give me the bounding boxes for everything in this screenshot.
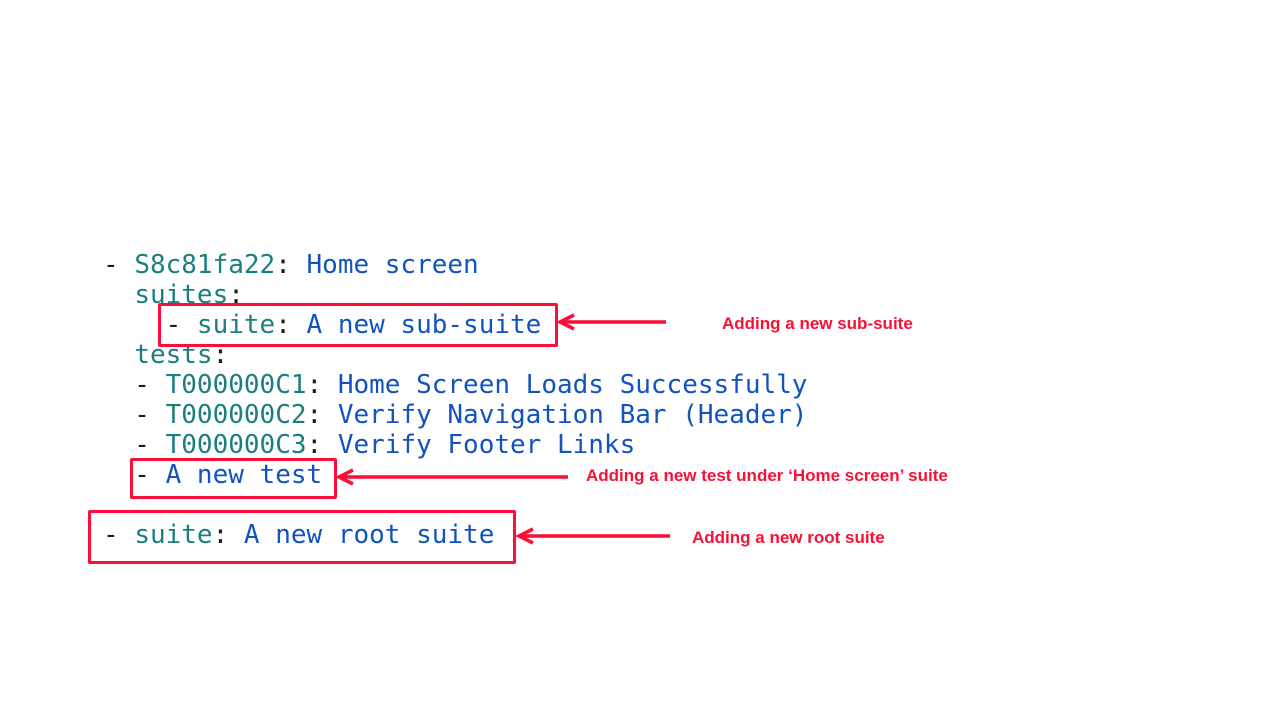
code-line: - S8c81fa22: Home screen [103, 250, 807, 280]
yaml-key: suite [196, 310, 276, 340]
yaml-punct: : [275, 250, 307, 280]
yaml-punct: - [103, 400, 166, 430]
yaml-punct: - [103, 430, 166, 460]
callout-new-test: Adding a new test under ‘Home screen’ su… [586, 466, 948, 485]
yaml-key: T000000C2 [165, 400, 307, 430]
yaml-code-block: - S8c81fa22: Home screen suites: - suite… [103, 250, 807, 550]
yaml-punct: - [103, 310, 197, 340]
highlight-box-new-sub-suite [158, 303, 558, 347]
yaml-punct [103, 340, 134, 370]
left-arrow-new-root-suite [515, 527, 670, 545]
yaml-punct [103, 280, 134, 310]
highlight-box-new-test [130, 458, 337, 499]
code-line: - suite: A new sub-suite [103, 310, 807, 340]
yaml-key: T000000C3 [165, 430, 307, 460]
yaml-punct: : [306, 370, 338, 400]
yaml-punct: : [275, 310, 307, 340]
yaml-punct: : [212, 520, 244, 550]
callout-new-sub-suite: Adding a new sub-suite [722, 314, 913, 333]
yaml-punct: : [306, 430, 338, 460]
yaml-value: Home screen [306, 250, 479, 280]
yaml-key: T000000C1 [165, 370, 307, 400]
yaml-punct: : [212, 340, 229, 370]
code-line: - suite: A new root suite [103, 520, 807, 550]
code-line: - T000000C1: Home Screen Loads Successfu… [103, 370, 807, 400]
yaml-punct: : [306, 400, 338, 430]
yaml-punct: - [103, 520, 135, 550]
code-line: tests: [103, 340, 807, 370]
callout-new-root-suite: Adding a new root suite [692, 528, 885, 547]
left-arrow-new-test [335, 468, 568, 486]
highlight-box-new-root-suite [88, 510, 516, 564]
yaml-punct: : [228, 280, 244, 310]
yaml-key: suite [134, 520, 213, 550]
yaml-punct: - [103, 250, 135, 280]
yaml-value: A new root suite [243, 520, 495, 550]
yaml-punct: - [103, 370, 166, 400]
code-line: - T000000C3: Verify Footer Links [103, 430, 807, 460]
yaml-value: A new sub-suite [306, 310, 542, 340]
yaml-value: Home Screen Loads Successfully [337, 370, 808, 400]
code-line: - T000000C2: Verify Navigation Bar (Head… [103, 400, 807, 430]
yaml-value: A new test [165, 460, 323, 490]
left-arrow-new-sub-suite [556, 313, 666, 331]
yaml-key: S8c81fa22 [134, 250, 276, 280]
code-line: - A new test [103, 460, 807, 490]
yaml-value: Verify Footer Links [337, 430, 636, 460]
yaml-punct: - [103, 460, 166, 490]
yaml-value: Verify Navigation Bar (Header) [337, 400, 808, 430]
